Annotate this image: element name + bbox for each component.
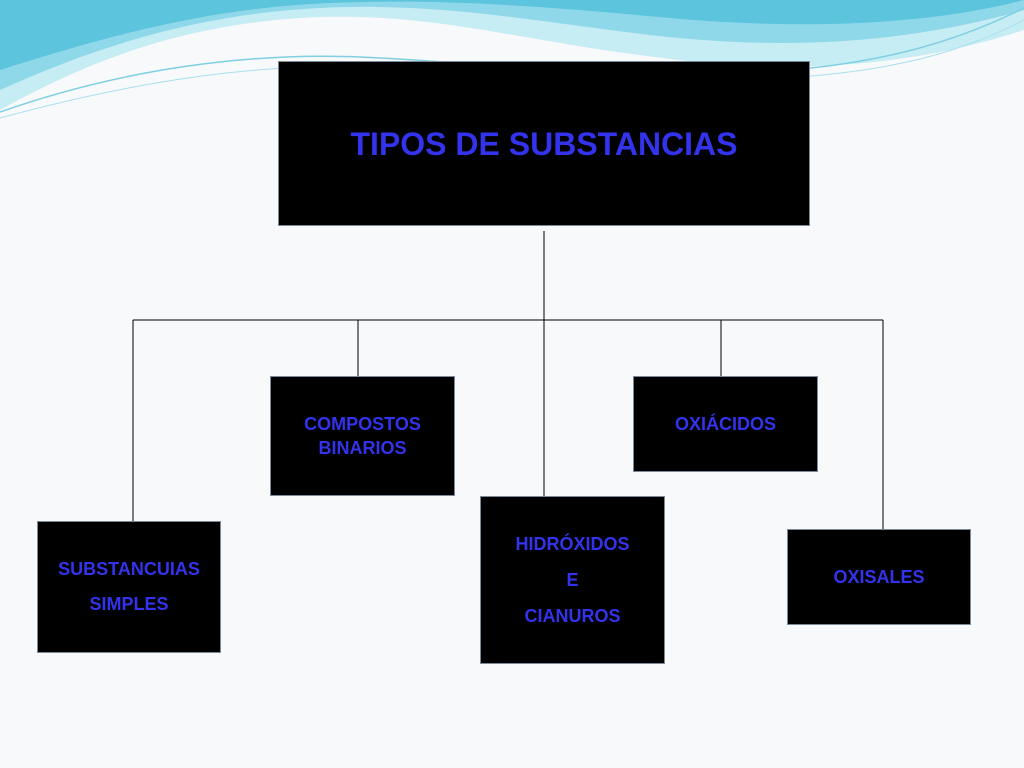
node-simples-line1: SUBSTANCUIAS bbox=[58, 559, 200, 579]
node-hidroxidos-line1: HIDRÓXIDOS bbox=[515, 534, 630, 554]
node-substancias-simples: SUBSTANCUIAS SIMPLES bbox=[37, 521, 221, 653]
node-binarios-line1: COMPOSTOS bbox=[304, 414, 421, 434]
node-oxiacidos: OXIÁCIDOS bbox=[633, 376, 818, 472]
node-hidroxidos-line3: CIANUROS bbox=[524, 606, 621, 626]
root-label: TIPOS DE SUBSTANCIAS bbox=[350, 126, 738, 162]
node-hidroxidos-cianuros: HIDRÓXIDOS E CIANUROS bbox=[480, 496, 665, 664]
node-binarios-line2: BINARIOS bbox=[318, 438, 407, 458]
node-oxisales: OXISALES bbox=[787, 529, 971, 625]
node-oxisales-label: OXISALES bbox=[833, 566, 925, 587]
node-compostos-binarios: COMPOSTOS BINARIOS bbox=[270, 376, 455, 496]
node-oxiacidos-label: OXIÁCIDOS bbox=[674, 413, 776, 434]
root-node: TIPOS DE SUBSTANCIAS bbox=[278, 61, 810, 226]
node-hidroxidos-line2: E bbox=[566, 570, 579, 590]
node-simples-line2: SIMPLES bbox=[89, 594, 169, 614]
